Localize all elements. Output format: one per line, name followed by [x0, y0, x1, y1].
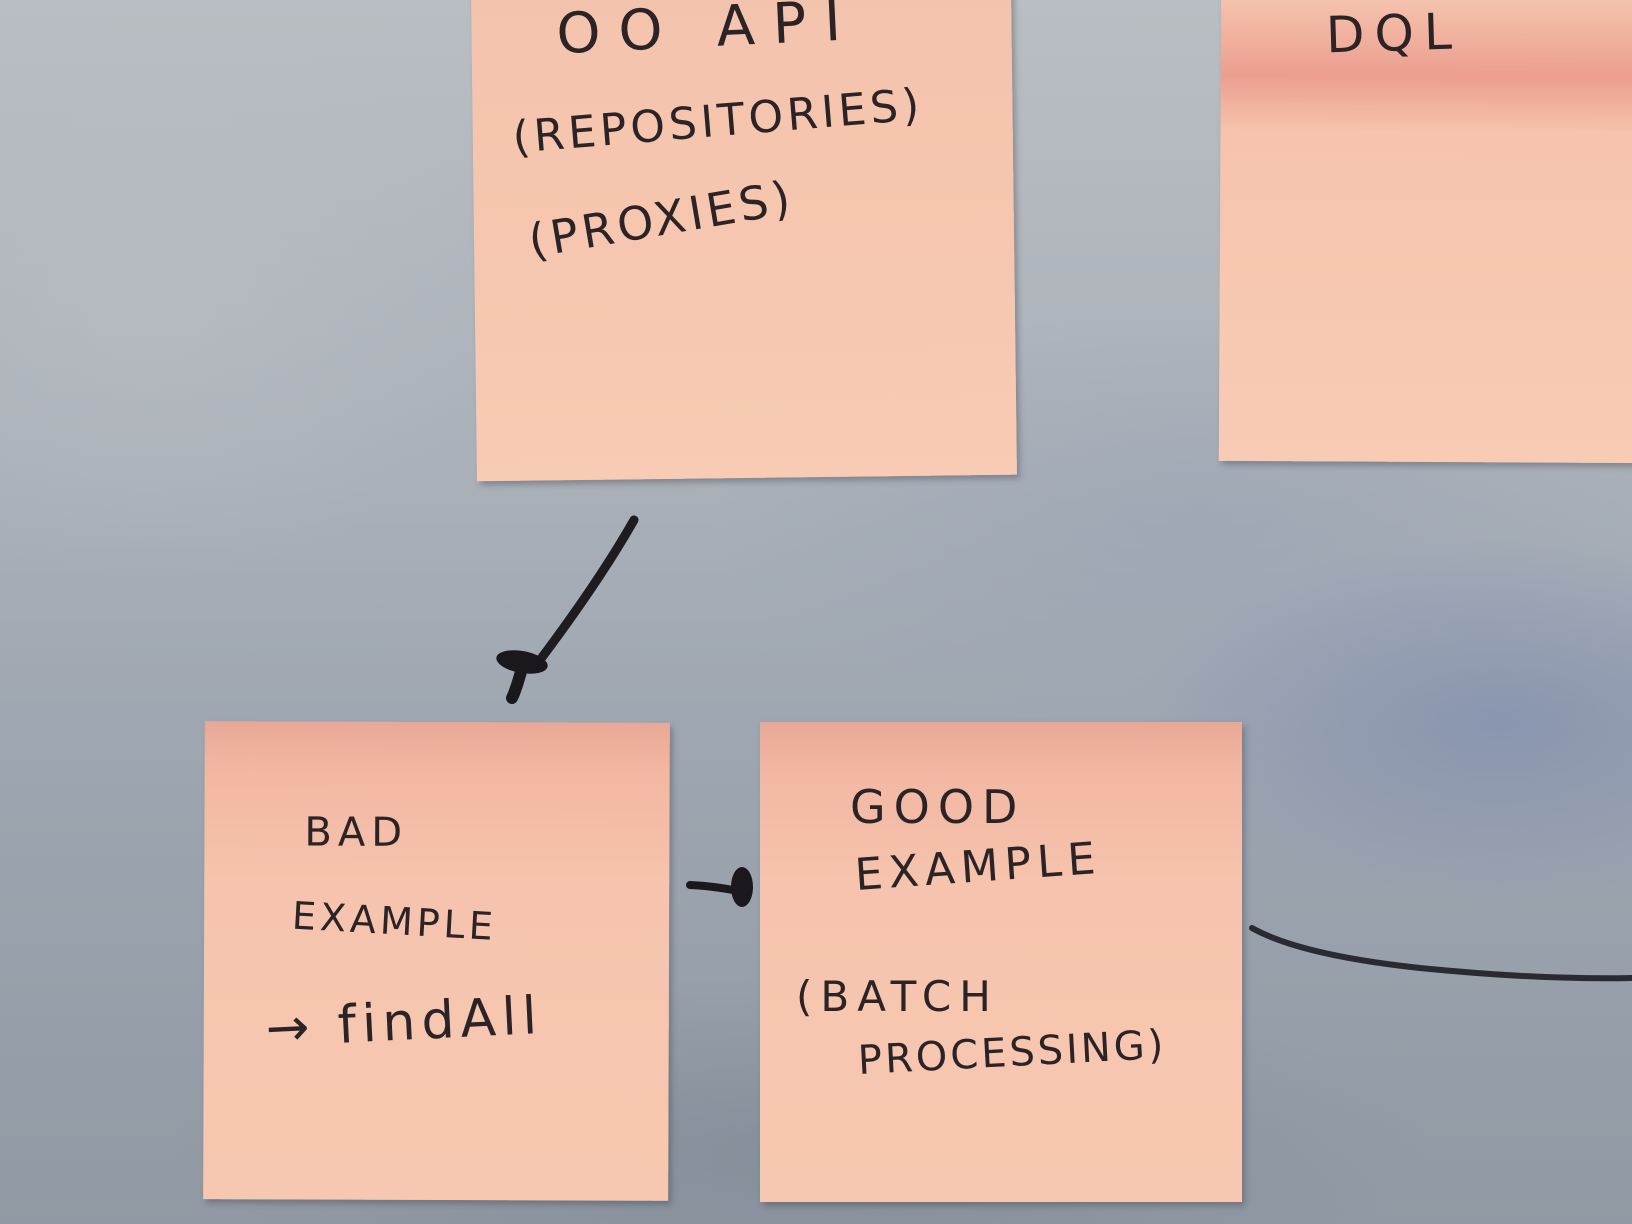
note-text-findall: → findAll [264, 985, 545, 1060]
note-text-oo-api-title: OO API [555, 0, 861, 68]
note-text-processing: PROCESSING) [856, 1021, 1168, 1084]
sticky-note-dql[interactable]: DQL [1218, 0, 1632, 464]
sticky-note-good-example[interactable]: GOOD EXAMPLE (BATCH PROCESSING) [760, 722, 1242, 1202]
note-text-batch: (BATCH [796, 972, 999, 1021]
note-text-bad: BAD [304, 809, 409, 856]
sticky-note-oo-api[interactable]: OO API (REPOSITORIES) (PROXIES) [471, 0, 1017, 482]
note-text-good-example: EXAMPLE [853, 832, 1104, 901]
note-text-repositories: (REPOSITORIES) [510, 79, 926, 164]
note-text-dql: DQL [1325, 2, 1463, 65]
sticky-note-bad-example[interactable]: BAD EXAMPLE → findAll [203, 721, 670, 1201]
note-text-bad-example: EXAMPLE [290, 893, 498, 949]
note-text-good: GOOD [850, 780, 1026, 834]
note-text-proxies: (PROXIES) [524, 169, 798, 269]
